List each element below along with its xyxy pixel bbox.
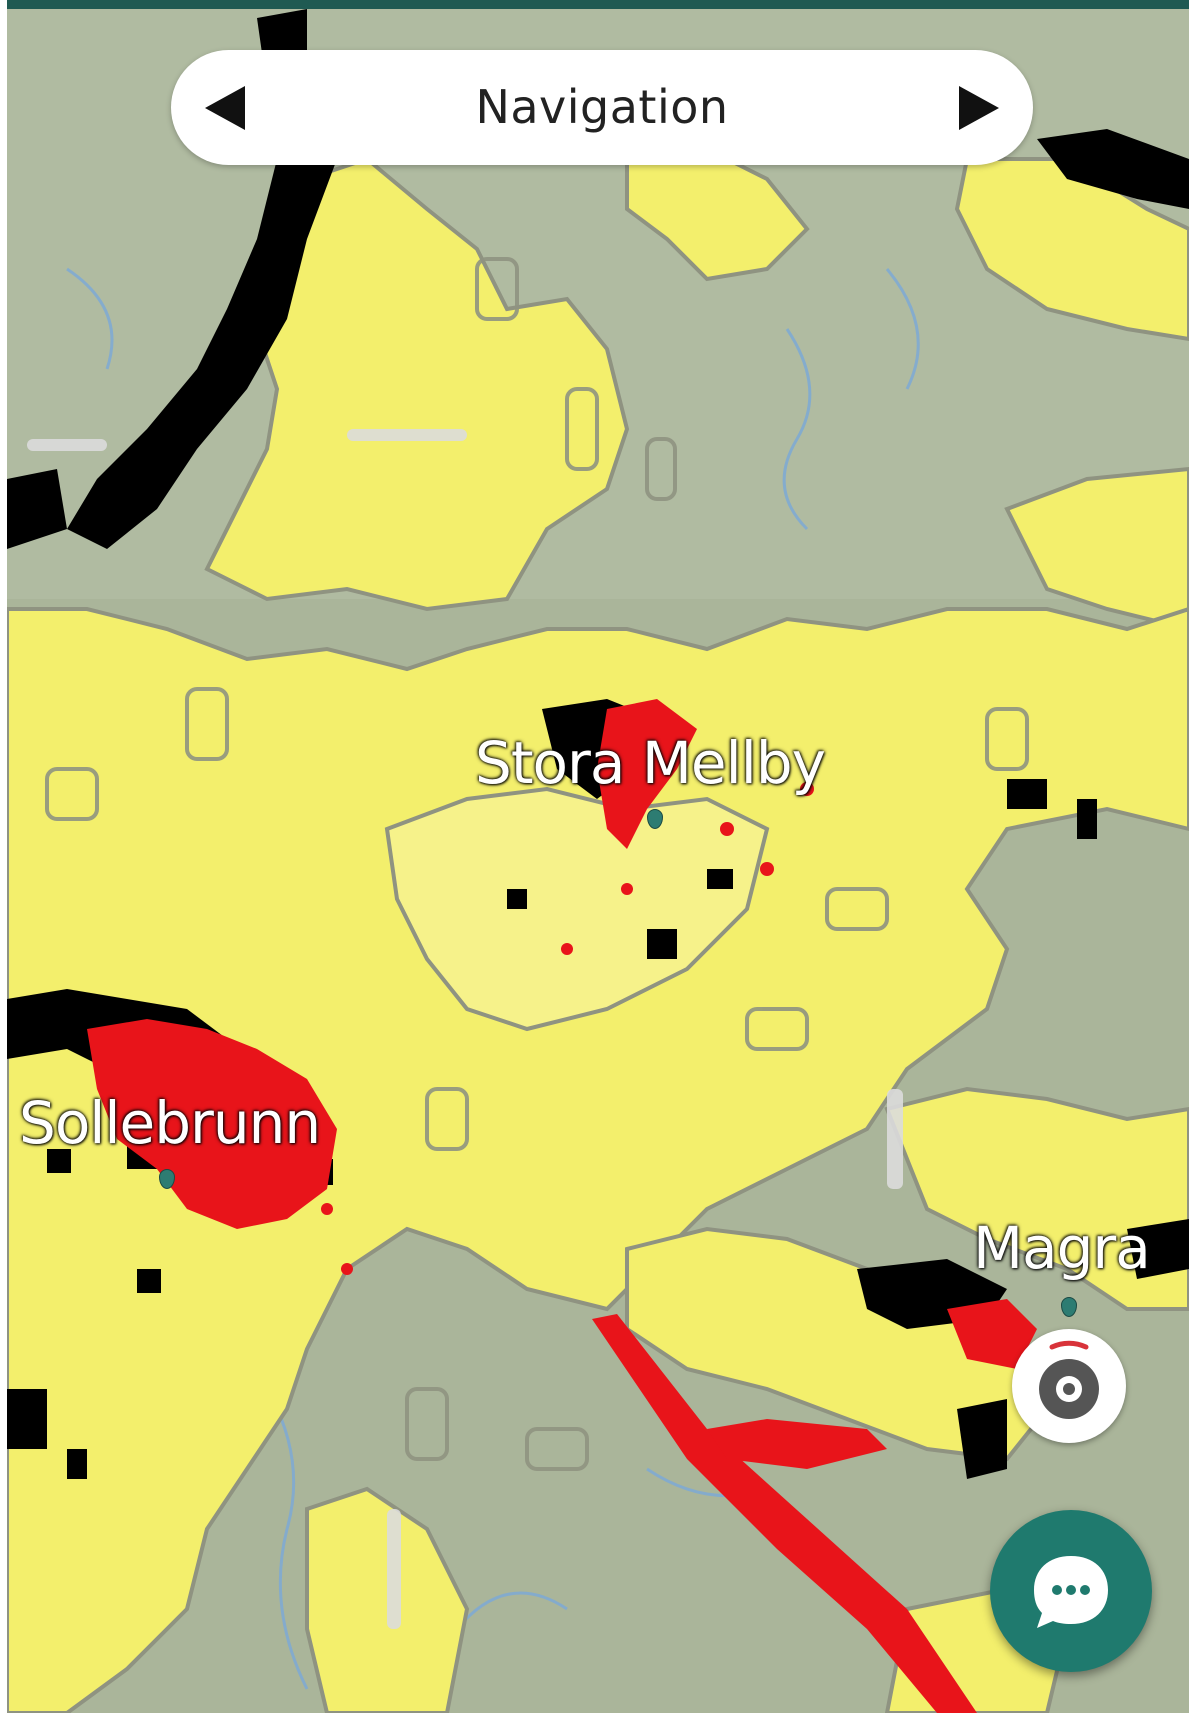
place-label-stora-mellby: Stora Mellby bbox=[475, 729, 826, 797]
map-pin[interactable] bbox=[1061, 1297, 1077, 1317]
road-highlights bbox=[27, 429, 903, 1629]
place-label-sollebrunn: Sollebrunn bbox=[19, 1089, 321, 1157]
nav-prev-button[interactable] bbox=[171, 50, 281, 165]
map-pin[interactable] bbox=[647, 809, 663, 829]
navigation-title: Navigation bbox=[475, 80, 729, 134]
triangle-right-icon bbox=[959, 86, 999, 130]
map-layer[interactable] bbox=[7, 9, 1189, 1713]
yellow-zones bbox=[7, 146, 1189, 1713]
triangle-left-icon bbox=[205, 86, 245, 130]
place-label-magra: Magra bbox=[973, 1214, 1151, 1282]
zone-outlines bbox=[45, 257, 1029, 1471]
screen-edge bbox=[0, 0, 7, 1713]
locate-button[interactable] bbox=[1012, 1329, 1126, 1443]
map-pin[interactable] bbox=[159, 1169, 175, 1189]
red-zones bbox=[87, 699, 1037, 1713]
chat-button[interactable] bbox=[990, 1510, 1152, 1672]
status-bar bbox=[0, 0, 1189, 9]
location-target-icon bbox=[1039, 1340, 1099, 1419]
chat-bubble-icon bbox=[1034, 1556, 1108, 1628]
nav-next-button[interactable] bbox=[923, 50, 1033, 165]
navigation-bar: Navigation bbox=[171, 50, 1033, 165]
map-view[interactable]: Stora Mellby Sollebrunn Magra bbox=[7, 9, 1189, 1713]
